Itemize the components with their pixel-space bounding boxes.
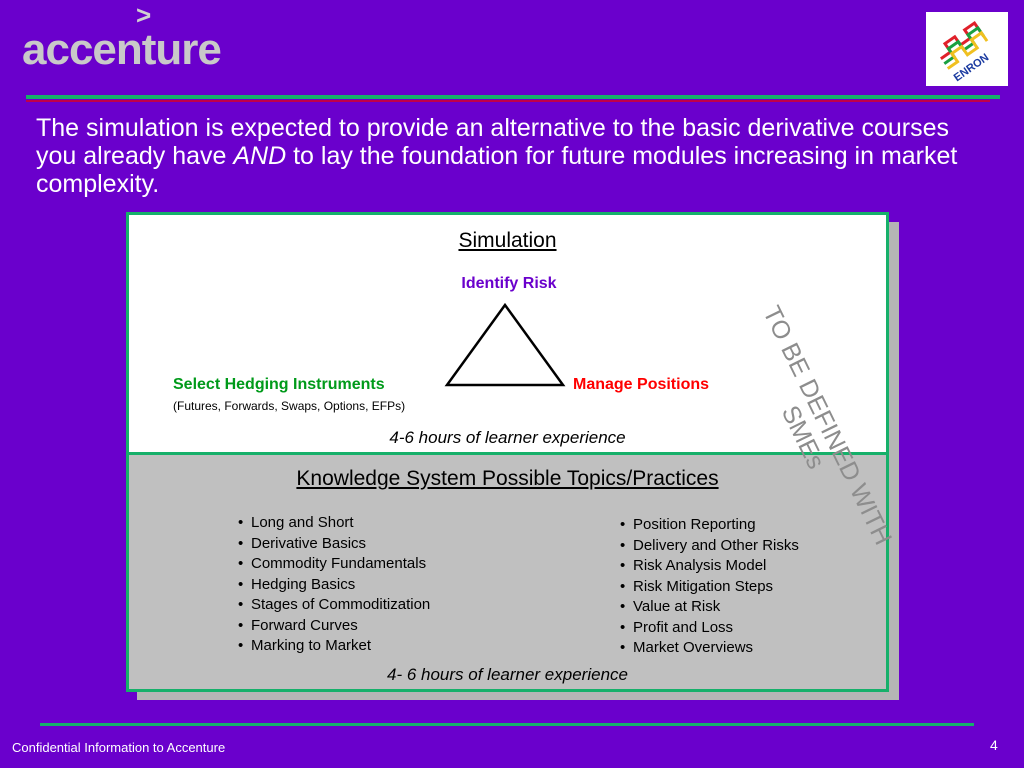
risk-triangle (444, 302, 566, 387)
list-item: Delivery and Other Risks (620, 536, 799, 557)
accenture-logo-mark: > (136, 0, 151, 30)
manage-positions-label: Manage Positions (573, 376, 710, 393)
accenture-logo-word: accenture (22, 25, 222, 74)
list-item: Position Reporting (620, 515, 799, 536)
intro-text-1: The simulation is expected to provide an… (36, 114, 949, 170)
list-item: Marking to Market (238, 636, 430, 657)
header-rule-green (26, 95, 1000, 99)
confidential-footer: Confidential Information to Accenture (12, 740, 226, 755)
simulation-title: Simulation (458, 229, 557, 252)
topics-list-right: Position Reporting Delivery and Other Ri… (620, 515, 799, 659)
list-item: Profit and Loss (620, 618, 799, 639)
list-item: Stages of Commoditization (238, 595, 430, 616)
knowledge-hours: 4- 6 hours of learner experience (387, 665, 628, 684)
accenture-logo: > accenture (22, 2, 222, 74)
list-item: Market Overviews (620, 638, 799, 659)
enron-logo-text: ENRON (952, 51, 991, 84)
select-hedging-label: Select Hedging Instruments (173, 376, 385, 393)
page-number: 4 (990, 737, 998, 753)
select-hedging-subtitle: (Futures, Forwards, Swaps, Options, EFPs… (173, 399, 406, 413)
list-item: Hedging Basics (238, 575, 430, 596)
list-item: Commodity Fundamentals (238, 554, 430, 575)
content-panel: Simulation Identify Risk Select Hedging … (126, 212, 889, 692)
intro-paragraph: The simulation is expected to provide an… (36, 114, 986, 198)
footer-rule (40, 723, 974, 726)
knowledge-title: Knowledge System Possible Topics/Practic… (296, 467, 719, 490)
intro-text-2: to lay the foundation for future modules… (36, 142, 958, 198)
simulation-hours: 4-6 hours of learner experience (389, 428, 626, 447)
topics-list-left: Long and Short Derivative Basics Commodi… (238, 513, 430, 657)
list-item: Risk Analysis Model (620, 556, 799, 577)
identify-risk-label: Identify Risk (461, 275, 557, 292)
list-item: Derivative Basics (238, 534, 430, 555)
knowledge-section: Knowledge System Possible Topics/Practic… (129, 452, 886, 689)
list-item: Risk Mitigation Steps (620, 577, 799, 598)
list-item: Value at Risk (620, 597, 799, 618)
list-item: Long and Short (238, 513, 430, 534)
list-item: Forward Curves (238, 616, 430, 637)
header-rule-red (26, 100, 990, 102)
intro-emphasis: AND (233, 142, 287, 170)
enron-logo: ENRON (926, 12, 1008, 86)
